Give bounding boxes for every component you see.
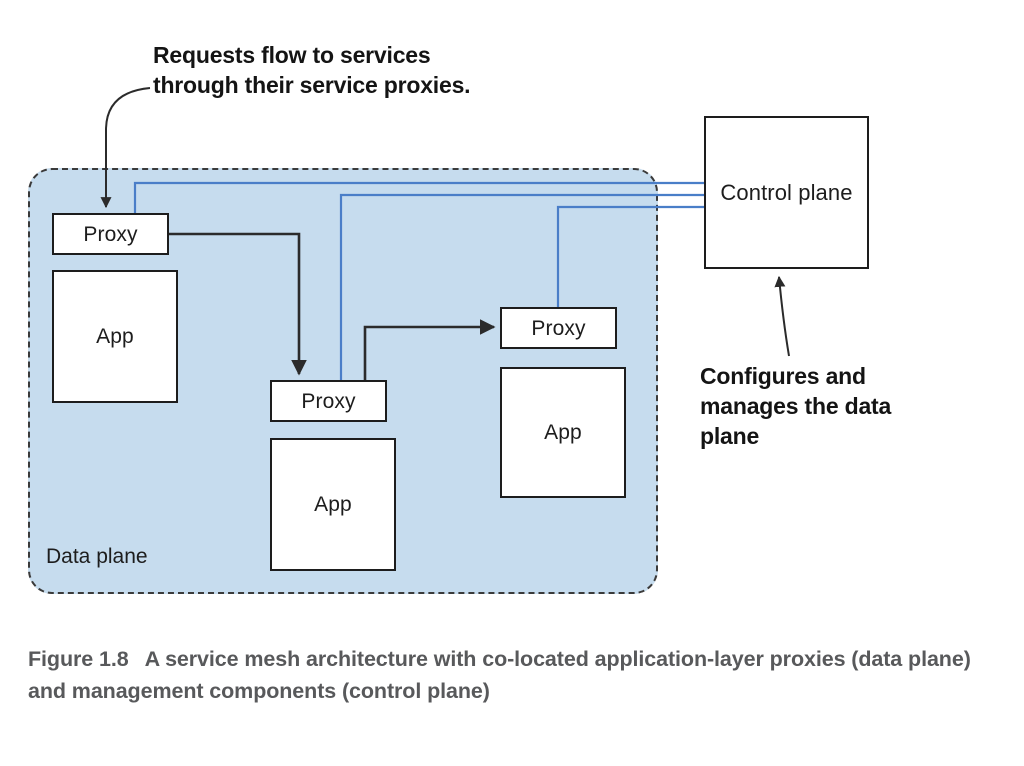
app-label-1: App <box>96 325 134 348</box>
app-label-2: App <box>314 493 352 516</box>
app-box-1[interactable]: App <box>52 270 178 403</box>
control-plane-label: Control plane <box>720 179 853 205</box>
caption-text: A service mesh architecture with co-loca… <box>28 647 971 703</box>
proxy-box-3[interactable]: Proxy <box>500 307 617 349</box>
app-box-3[interactable]: App <box>500 367 626 498</box>
data-plane-label: Data plane <box>46 545 148 568</box>
proxy-label-1: Proxy <box>83 222 138 246</box>
caption-number: Figure 1.8 <box>28 647 129 671</box>
configures-callout-leader <box>774 275 790 357</box>
proxy-label-3: Proxy <box>531 316 586 340</box>
proxy-box-2[interactable]: Proxy <box>270 380 387 422</box>
control-plane-box[interactable]: Control plane <box>704 116 869 269</box>
annotation-configures-manages: Configures and manages the data plane <box>700 363 892 449</box>
proxy-label-2: Proxy <box>301 389 356 413</box>
annotation-requests-flow: Requests flow to services through their … <box>153 42 471 98</box>
proxy-box-1[interactable]: Proxy <box>52 213 169 255</box>
app-box-2[interactable]: App <box>270 438 396 571</box>
app-label-3: App <box>544 421 582 444</box>
